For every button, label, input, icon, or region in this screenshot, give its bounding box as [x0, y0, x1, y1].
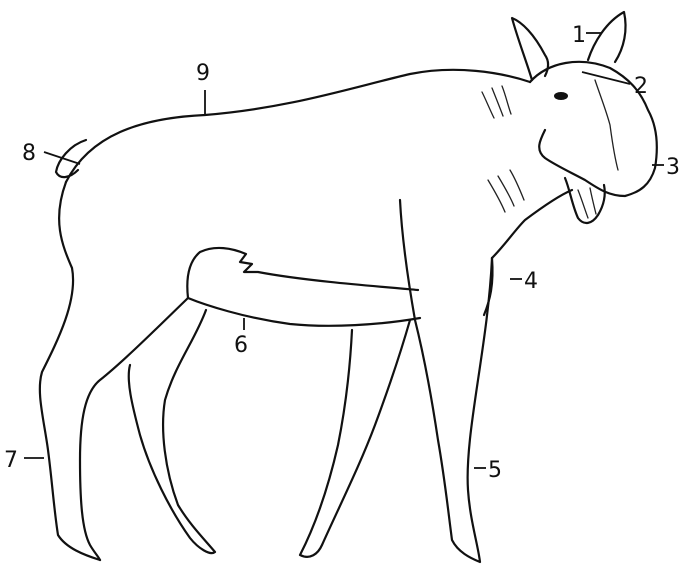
label-3: 3 [666, 155, 680, 180]
label-5: 5 [488, 458, 502, 483]
hind-leg-far [129, 310, 215, 553]
face-line [595, 80, 618, 170]
dewlap-detail [578, 188, 596, 218]
label-1: 1 [572, 23, 586, 48]
chest [492, 190, 572, 258]
rump-outline [40, 182, 100, 560]
leader-2 [582, 72, 630, 84]
label-9: 9 [196, 61, 210, 86]
belly [188, 298, 420, 326]
moose-drawing [40, 12, 657, 562]
neck-folds [482, 86, 524, 212]
leader-8 [44, 152, 80, 164]
hind-leg-near [80, 298, 188, 560]
label-4: 4 [524, 269, 538, 294]
label-2: 2 [634, 74, 648, 99]
eye [554, 92, 568, 100]
ear-right [588, 12, 626, 62]
label-6: 6 [234, 333, 248, 358]
back-outline [66, 70, 530, 182]
label-7: 7 [4, 448, 18, 473]
foreleg-far [300, 320, 410, 557]
foreleg-near [400, 200, 492, 562]
dewlap [565, 178, 605, 223]
foreleg-raised [187, 248, 418, 298]
leader-lines [24, 33, 664, 468]
label-8: 8 [22, 141, 36, 166]
